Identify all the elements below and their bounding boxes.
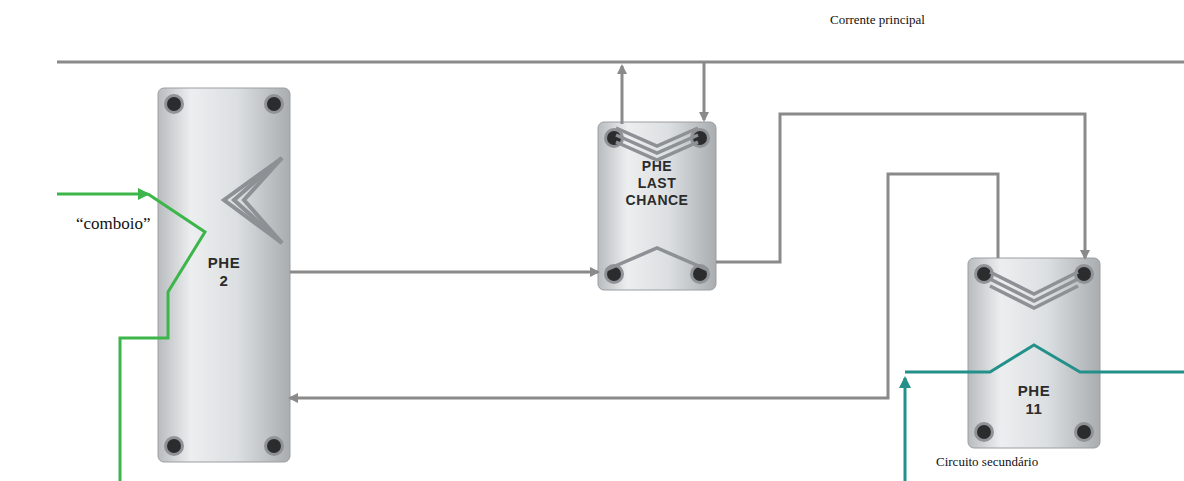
main-stream-line — [57, 61, 1184, 64]
plate-illustrations — [158, 88, 1100, 462]
main-stream-draw — [703, 62, 706, 120]
heat-exchanger-plate: PHE 2 — [158, 88, 290, 462]
heat-exchanger-plate: PHE LAST CHANCE — [598, 122, 716, 290]
exchanger-name: PHE LAST CHANCE — [626, 158, 689, 208]
stream-label: Corrente principal — [830, 12, 925, 28]
exchanger-name: PHE 11 — [1018, 382, 1050, 418]
exchanger-name: PHE 2 — [208, 254, 240, 290]
stream-label: Circuito secundário — [936, 454, 1038, 470]
comboio-inlet — [57, 193, 148, 196]
main-stream-return — [621, 66, 624, 124]
flow-connector — [716, 114, 1085, 262]
secondary-inlet — [904, 378, 907, 481]
secondary-circuit — [905, 345, 1184, 372]
comboio-circuit — [120, 194, 205, 481]
flow-connector — [290, 271, 598, 274]
flow-connector — [290, 174, 998, 398]
stream-label: “comboio” — [76, 214, 151, 234]
connector-group — [290, 114, 1085, 398]
heat-exchanger-plate: PHE 11 — [968, 258, 1100, 448]
